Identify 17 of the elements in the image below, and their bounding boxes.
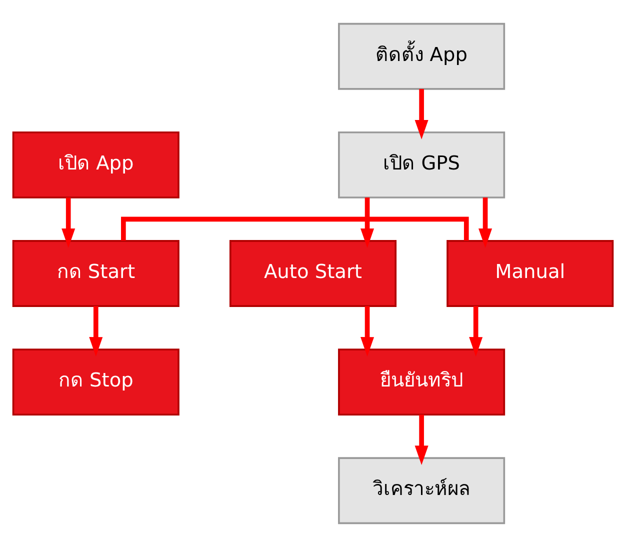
arrow [62,198,76,248]
arrow [89,306,103,356]
node-box: กด Start [12,240,180,307]
arrow [414,88,428,140]
arrow [478,198,492,248]
node-box: วิเคราะห์ผล [338,457,506,524]
node-box: เปิด GPS [338,131,506,198]
node-box: Auto Start [229,240,397,307]
arrow [360,306,374,356]
arrow [360,198,374,248]
node-box: Manual [446,240,614,307]
node-box: เปิด App [12,131,180,198]
node-box: กด Stop [12,348,180,416]
arrow [414,414,428,465]
node-box: ติดตั้ง App [338,22,506,90]
node-box: ยืนยันทริป [338,348,506,416]
arrow [469,306,483,356]
